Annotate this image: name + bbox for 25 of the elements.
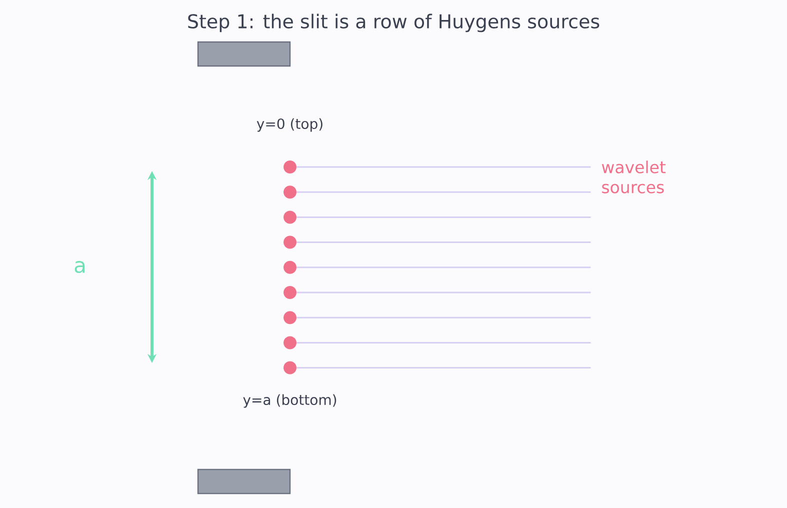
wave-ray: [296, 342, 591, 344]
annotation-label: wavelet sources: [602, 160, 666, 194]
wave-ray: [296, 266, 591, 268]
slit-wall: [197, 41, 291, 67]
source-dot: [284, 210, 296, 224]
wave-ray: [296, 367, 591, 369]
source-dot: [284, 286, 296, 299]
wave-ray: [296, 316, 591, 318]
position-label: y=a (bottom): [243, 394, 336, 408]
source-dot: [284, 260, 296, 274]
wave-ray: [296, 166, 591, 168]
wave-ray: [296, 216, 591, 218]
source-dot: [284, 336, 296, 350]
wave-ray: [296, 242, 591, 244]
wave-ray: [296, 292, 591, 294]
slit-wall: [197, 468, 291, 494]
source-dot: [284, 236, 296, 249]
source-dot: [284, 361, 296, 374]
dimension-label: a: [74, 260, 85, 274]
source-dot: [284, 160, 296, 174]
position-label: y=0 (top): [256, 118, 322, 132]
source-dot: [284, 186, 296, 199]
source-dot: [284, 311, 296, 324]
title: Step 1: the slit is a row of Huygens sources: [188, 14, 600, 32]
wave-ray: [296, 191, 591, 193]
